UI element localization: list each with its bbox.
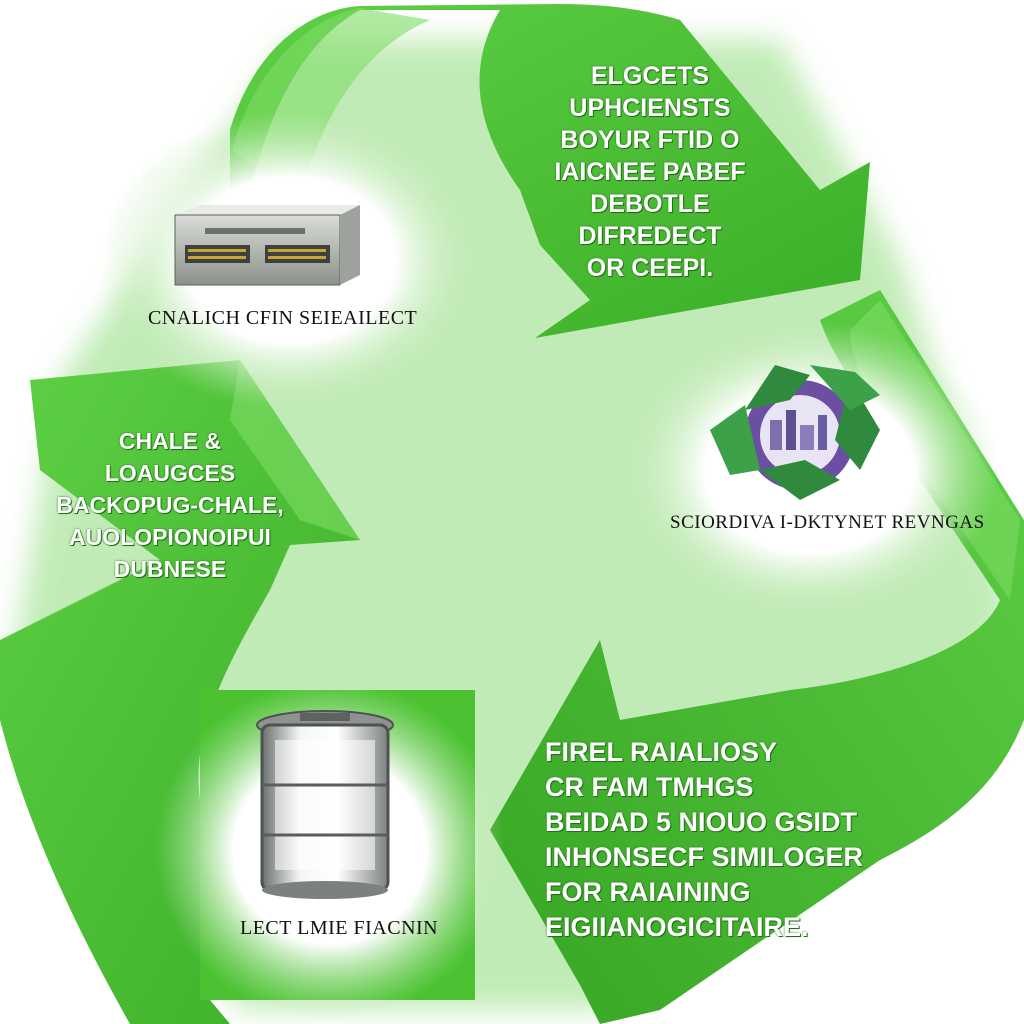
arrow-bottom-right-line: EIGIIANOGICITAIRE. [545,912,809,942]
arrow-bottom-right-text: FIREL RAIALIOSY CR FAM TMHGS BEIDAD 5 NI… [545,735,905,945]
server-panel-caption: CNALICH CFIN SEIEAILECT [148,307,418,329]
arrow-left-line: DUBNESE [113,556,227,582]
arrow-top-right-line: BOYUR FTID O [560,126,740,154]
arrow-top-right-line: OR CEEPI. [586,254,714,282]
arrow-top-right-text: ELGCETS UPHCIENSTS BOYUR FTID O IAICNEE … [520,60,780,284]
arrow-bottom-right-line: CR FAM TMHGS [545,772,754,802]
arrow-left-line: AUOLOPIONOIPUI [69,524,271,550]
arrow-left-line: BACKOPUG-CHALE, [56,492,284,518]
arrow-top-right-line: UPHCIENSTS [569,94,731,122]
arrow-top-right-line: ELGCETS [590,62,710,90]
arrow-left-line: CHALE & [118,428,222,454]
arrow-top-right-line: DIFREDECT [578,222,722,250]
arrow-bottom-right-line: BEIDAD 5 NIOUO GSIDT [545,807,858,837]
server-appliance-icon [174,205,360,286]
arrow-left-body [0,360,360,1024]
arrow-top-right-line: DEBOTLE [590,190,710,218]
recycle-globe-icon [710,365,880,500]
globe-panel-caption: SCIORDIVA I-DKTYNET REVNGAS [670,512,985,533]
arrow-left-text: CHALE & LOAUGCES BACKOPUG-CHALE, AUOLOPI… [40,425,300,585]
arrow-top-right-line: IAICNEE PABEF [554,158,746,186]
arrow-left-line: LOAUGCES [104,460,236,486]
glass-canister-icon [256,710,394,899]
arrow-bottom-right-line: FOR RAIAINING [545,877,751,907]
arrow-top-right-body [230,4,870,338]
arrow-right-body [490,290,1024,1024]
arrow-bottom-right-line: FIREL RAIALIOSY [545,737,778,767]
arrow-bottom-right-line: INHONSECF SIMILOGER [545,842,864,872]
canister-panel-caption: LECT LMIE FIACNIN [240,917,439,939]
